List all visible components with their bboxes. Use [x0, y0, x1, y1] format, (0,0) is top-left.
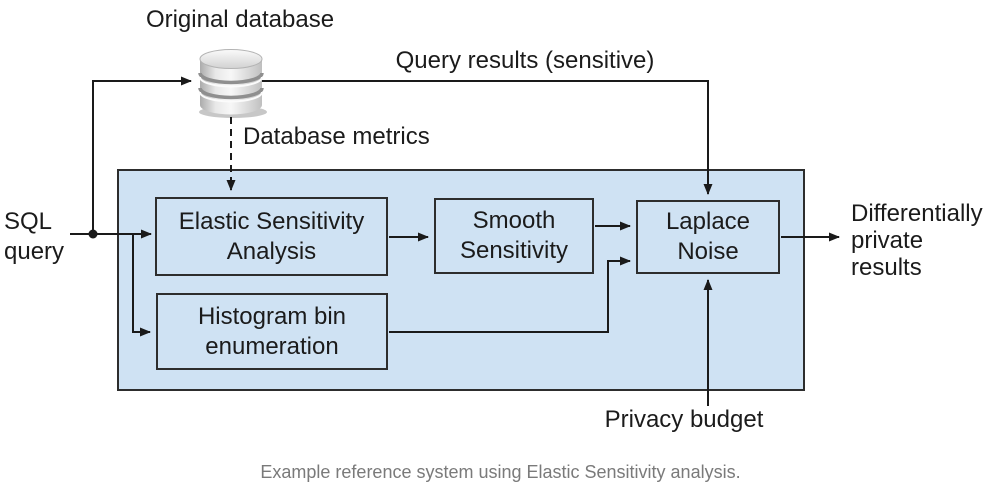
histogram-bin-enumeration-label: Histogram bin enumeration — [197, 302, 347, 360]
connector-query-results-to-laplace — [262, 80, 713, 195]
smooth-sensitivity-box: Smooth Sensitivity — [434, 198, 594, 274]
laplace-noise-label: Laplace Noise — [665, 208, 751, 265]
query-results-label: Query results (sensitive) — [395, 47, 655, 74]
sql-query-label: SQL query — [4, 208, 65, 265]
smooth-sensitivity-label: Smooth Sensitivity — [459, 207, 569, 264]
elastic-sensitivity-analysis-label: Elastic Sensitivity Analysis — [178, 207, 365, 265]
elastic-sensitivity-analysis-box: Elastic Sensitivity Analysis — [155, 197, 388, 276]
connector-sql-to-histogram — [132, 234, 151, 337]
differentially-private-results-label: Differentially private results — [851, 200, 983, 281]
original-database-label: Original database — [145, 6, 335, 33]
junction-dot — [88, 229, 98, 239]
connector-histogram-to-laplace — [389, 256, 631, 333]
laplace-noise-box: Laplace Noise — [636, 200, 780, 274]
connector-sql-to-database — [92, 76, 192, 234]
figure-caption: Example reference system using Elastic S… — [260, 462, 741, 482]
database-metrics-label: Database metrics — [243, 123, 430, 150]
histogram-bin-enumeration-box: Histogram bin enumeration — [156, 293, 388, 370]
privacy-budget-label: Privacy budget — [604, 406, 764, 433]
database-icon — [198, 49, 267, 118]
